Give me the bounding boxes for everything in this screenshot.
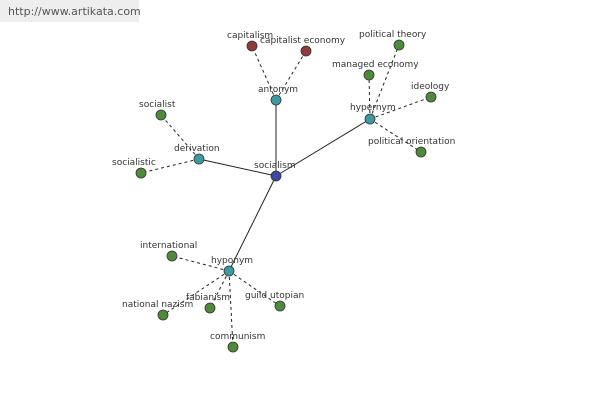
label-political-orientation: political orientation xyxy=(368,137,455,147)
node-socialist[interactable] xyxy=(155,109,167,121)
node-derivation[interactable] xyxy=(193,153,205,165)
edge-hypernym-political-orientation xyxy=(369,118,422,153)
label-ideology: ideology xyxy=(411,82,450,92)
label-managed-economy: managed economy xyxy=(332,60,419,70)
node-political-orientation[interactable] xyxy=(415,146,427,158)
edge-hypernym-ideology xyxy=(369,96,432,120)
edge-hyponym-fabianism xyxy=(209,270,230,309)
label-antonym: antonym xyxy=(258,85,298,95)
node-national-nazism[interactable] xyxy=(157,309,169,321)
nodes xyxy=(135,39,437,353)
node-hyponym[interactable] xyxy=(223,265,235,277)
labels: socialism antonym hypernym derivation hy… xyxy=(112,30,455,342)
node-political-theory[interactable] xyxy=(393,39,405,51)
node-capitalist-economy[interactable] xyxy=(300,45,312,57)
label-political-theory: political theory xyxy=(359,30,427,40)
edge-hyponym-communism xyxy=(228,270,234,348)
label-derivation: derivation xyxy=(174,144,220,154)
label-hyponym: hyponym xyxy=(211,256,253,266)
label-international: international xyxy=(140,241,197,251)
edge-center-derivation xyxy=(198,158,277,177)
node-fabianism[interactable] xyxy=(204,302,216,314)
node-center[interactable] xyxy=(270,170,282,182)
edge-derivation-socialistic xyxy=(140,158,200,174)
node-guild-utopian[interactable] xyxy=(274,300,286,312)
node-communism[interactable] xyxy=(227,341,239,353)
label-socialistic: socialistic xyxy=(112,158,156,168)
node-international[interactable] xyxy=(166,250,178,262)
node-antonym[interactable] xyxy=(270,94,282,106)
edge-hyponym-national-nazism xyxy=(162,270,230,316)
node-hypernym[interactable] xyxy=(364,113,376,125)
url-bar: http://www.artikata.com xyxy=(0,0,141,22)
node-ideology[interactable] xyxy=(425,91,437,103)
label-socialist: socialist xyxy=(139,100,176,110)
label-guild-utopian: guild utopian xyxy=(245,291,304,301)
label-center: socialism xyxy=(254,161,296,171)
label-national-nazism: national nazism xyxy=(122,300,193,310)
edge-center-hypernym xyxy=(275,118,371,177)
primary-edges xyxy=(198,100,371,272)
secondary-edges xyxy=(140,44,432,348)
edge-hypernym-managed-economy xyxy=(368,74,371,120)
node-socialistic[interactable] xyxy=(135,167,147,179)
edge-antonym-capitalism xyxy=(251,45,277,101)
label-capitalism: capitalism xyxy=(227,31,273,41)
node-capitalism[interactable] xyxy=(246,40,258,52)
edge-hyponym-international xyxy=(171,255,230,272)
edge-hyponym-guild-utopian xyxy=(228,270,281,307)
edge-center-hyponym xyxy=(228,175,277,272)
node-managed-economy[interactable] xyxy=(363,69,375,81)
url-text[interactable]: http://www.artikata.com xyxy=(8,5,141,18)
label-capitalist-economy: capitalist economy xyxy=(260,36,346,46)
edge-derivation-socialist xyxy=(160,114,200,160)
label-communism: communism xyxy=(210,332,265,342)
label-fabianism: fabianism xyxy=(186,293,230,303)
edge-hypernym-political-theory xyxy=(369,44,400,120)
label-hypernym: hypernym xyxy=(350,103,396,113)
